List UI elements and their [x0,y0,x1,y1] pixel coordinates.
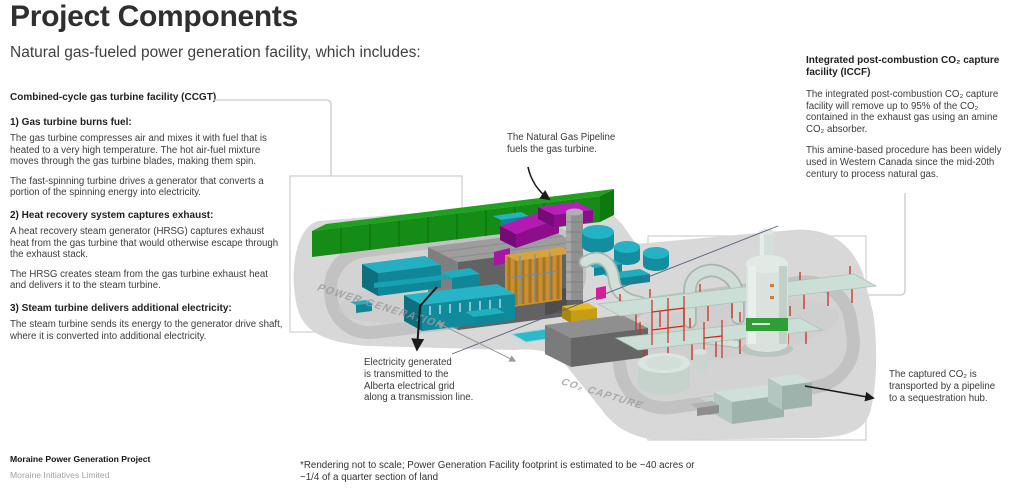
natural-gas-callout: The Natural Gas Pipeline fuels the gas t… [507,132,616,155]
iccf-column: Integrated post-combustion CO₂ capture f… [806,55,1017,190]
electricity-arrow [411,286,438,352]
ccgt-section-1-heading: 1) Gas turbine burns fuel: [10,117,132,128]
electricity-callout: Electricity generated is transmitted to … [364,357,474,404]
white-storage-tank [638,349,707,395]
captured-co2-arrow [804,385,875,402]
page-title: Project Components [10,0,298,33]
exhaust-stack [566,208,583,300]
ccgt-section-2-paragraph: The HRSG creates steam from the gas turb… [10,268,268,292]
iccf-paragraph: This amine-based procedure has been wide… [806,145,1002,180]
transmission-line [451,225,779,355]
ccgt-column: Combined-cycle gas turbine facility (CCG… [10,92,284,350]
page-subtitle: Natural gas-fueled power generation faci… [10,44,421,61]
captured-co2-callout: The captured CO₂ is transported by a pip… [889,369,996,404]
teal-process-buildings [350,256,569,343]
footer-company-name: Moraine Initiatives Limited [10,470,110,480]
red-steel-frames [651,296,723,360]
rendering-footnote: *Rendering not to scale; Power Generatio… [300,460,695,483]
natural-gas-pipeline-building [494,202,606,300]
grid-direction-arrow [436,322,517,362]
hrsg-heat-recovery-unit [505,247,597,323]
iccf-header: Integrated post-combustion CO₂ capture f… [806,55,1000,78]
footer-project-name: Moraine Power Generation Project [10,454,151,464]
co2-absorber-tower [741,229,793,357]
ccgt-section-3-paragraph: The steam turbine sends its energy to th… [10,318,283,342]
ccgt-connector-line [214,99,332,176]
ccgt-section-1-paragraph: The gas turbine compresses air and mixes… [10,133,267,168]
ccgt-header: Combined-cycle gas turbine facility (CCG… [10,92,217,103]
ccgt-section-2-heading: 2) Heat recovery system captures exhaust… [10,209,214,221]
ccgt-section-1-paragraph: The fast-spinning turbine drives a gener… [10,175,264,199]
iccf-connector-line [868,193,906,296]
ccgt-section-3-heading: 3) Steam turbine delivers additional ele… [10,302,232,314]
natural-gas-arrow [527,166,551,201]
ccgt-section-2-paragraph: A heat recovery steam generator (HRSG) c… [10,225,279,261]
pale-capture-buildings [690,374,812,424]
green-modular-building [312,189,614,257]
iccf-paragraph: The integrated post-combustion CO₂ captu… [806,89,999,135]
